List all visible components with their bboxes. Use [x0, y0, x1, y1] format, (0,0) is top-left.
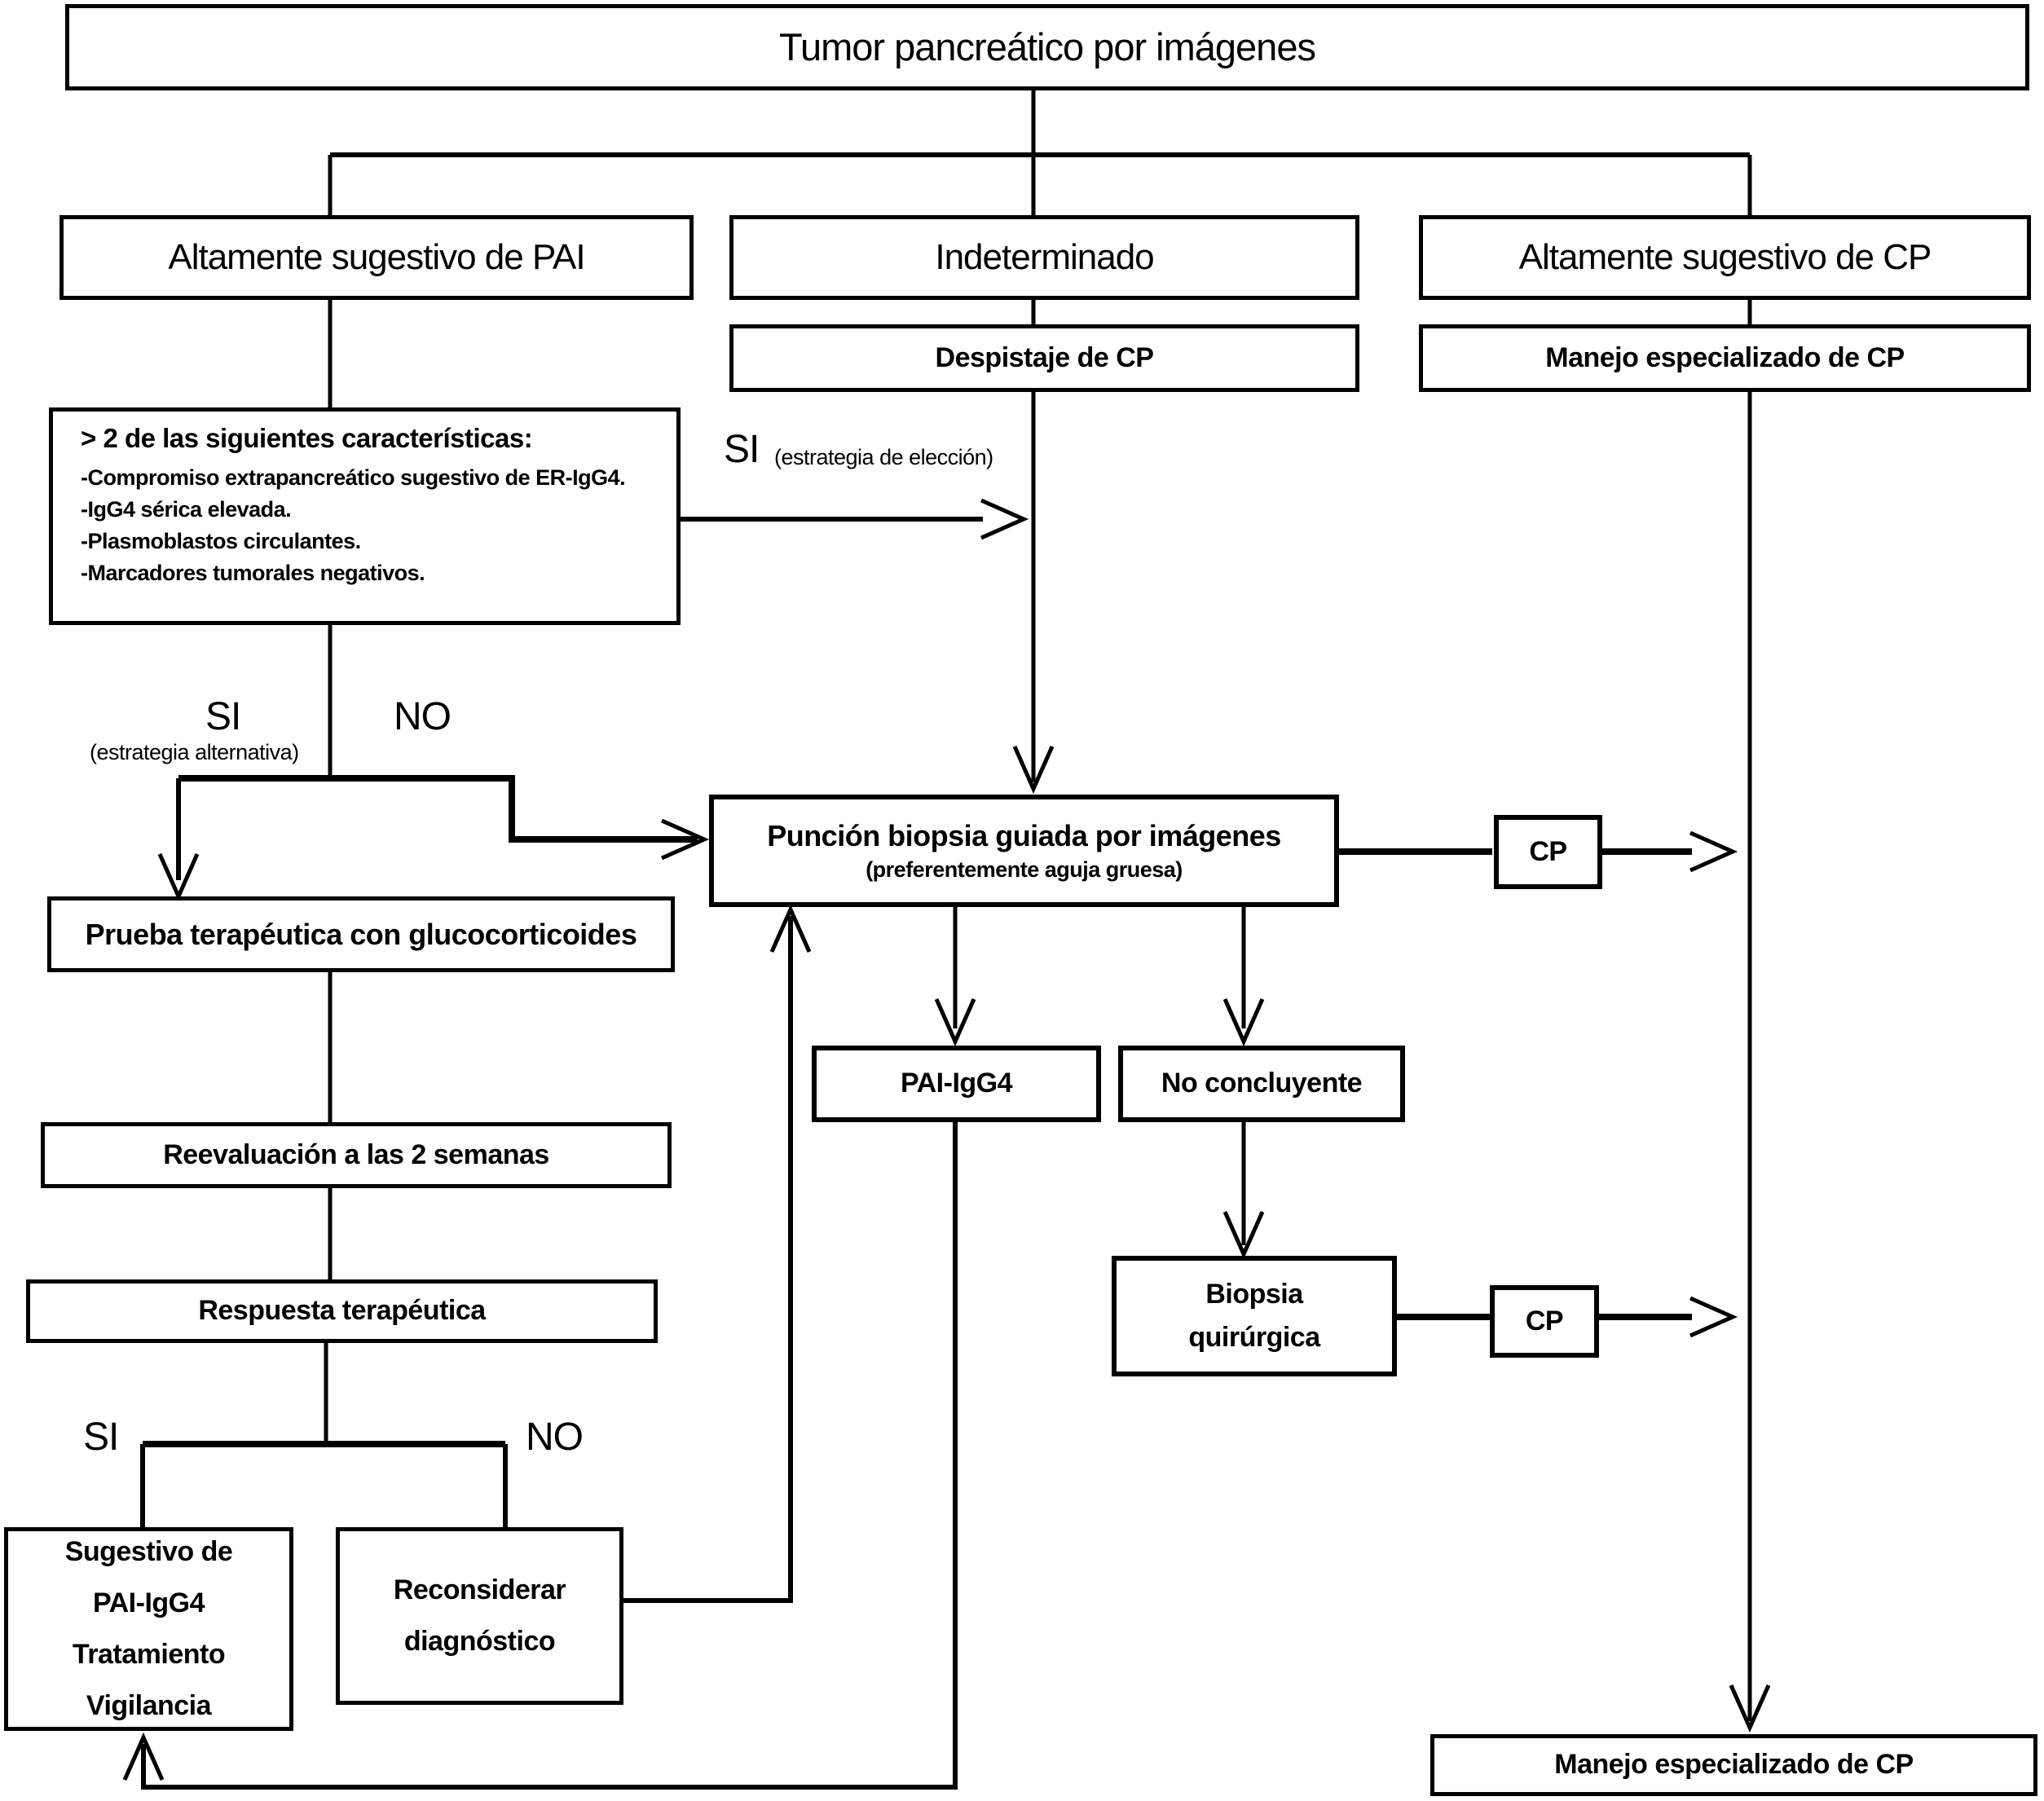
node-cp-top: CP — [1494, 815, 1602, 889]
node-cp-top-label: CP — [1529, 835, 1567, 867]
arrowhead-down-noconcluyente — [1222, 997, 1265, 1047]
node-pai-igg4-label: PAI-IgG4 — [900, 1068, 1013, 1099]
line-paiigg4-loop — [141, 1121, 958, 1790]
node-reconsiderar: Reconsiderar diagnóstico — [336, 1527, 623, 1705]
node-indeterminado: Indeterminado — [729, 215, 1359, 300]
node-respuesta: Respuesta terapéutica — [26, 1279, 658, 1343]
node-sugestivo-line: Sugestivo de — [64, 1536, 233, 1568]
node-no-concluyente: No concluyente — [1118, 1046, 1405, 1122]
node-criterios-heading: > 2 de las siguientes características: — [81, 423, 533, 453]
node-sugestivo-lines: Sugestivo de PAI-IgG4 Tratamiento Vigila… — [65, 1526, 233, 1732]
arrowhead-right-si-eleccion — [980, 498, 1029, 540]
arrowhead-up-puncion — [769, 904, 812, 953]
label-si-alternativa: SI — [205, 694, 241, 739]
node-despistaje: Despistaje de CP — [729, 324, 1359, 392]
node-puncion: Punción biopsia guiada por imágenes (pre… — [709, 795, 1339, 907]
node-reconsiderar-lines: Reconsiderar diagnóstico — [394, 1565, 566, 1667]
node-manejo-bottom-label: Manejo especializado de CP — [1554, 1749, 1914, 1781]
node-biopsia-line: quirúrgica — [1188, 1322, 1320, 1353]
node-despistaje-label: Despistaje de CP — [935, 341, 1154, 373]
node-reevaluacion: Reevaluación a las 2 semanas — [41, 1122, 672, 1188]
node-pai-header: Altamente sugestivo de PAI — [59, 215, 694, 300]
node-sugestivo-line: Vigilancia — [86, 1689, 212, 1721]
node-puncion-title: Punción biopsia guiada por imágenes — [767, 818, 1281, 852]
line-reconsiderar-to-puncion — [622, 916, 793, 1603]
node-pai-igg4: PAI-IgG4 — [812, 1046, 1101, 1122]
arrowhead-right-cp1 — [1689, 830, 1738, 873]
node-cp-header-label: Altamente sugestivo de CP — [1518, 236, 1932, 277]
node-criterios-item: -Marcadores tumorales negativos. — [81, 561, 425, 586]
node-indeterminado-label: Indeterminado — [935, 236, 1154, 277]
arrowhead-right-cp2 — [1689, 1296, 1738, 1338]
label-si-eleccion: SI — [724, 427, 760, 472]
node-biopsia: Biopsia quirúrgica — [1112, 1256, 1397, 1376]
arrowhead-up-sugestivo — [122, 1732, 165, 1781]
node-criterios-item: -Compromiso extrapancreático sugestivo d… — [81, 465, 626, 490]
arrowhead-right-puncion-left — [660, 818, 710, 861]
node-criterios-item: -Plasmoblastos circulantes. — [81, 529, 361, 554]
node-title: Tumor pancreático por imágenes — [65, 4, 2029, 90]
node-title-label: Tumor pancreático por imágenes — [779, 24, 1316, 68]
label-si-eleccion-detail: (estrategia de elección) — [774, 445, 993, 469]
node-criterios-content: > 2 de las siguientes características: -… — [53, 412, 676, 598]
label-si-eleccion-si: SI — [724, 428, 760, 471]
node-manejo-top: Manejo especializado de CP — [1419, 324, 2031, 392]
node-criterios: > 2 de las siguientes características: -… — [49, 407, 681, 625]
node-no-concluyente-label: No concluyente — [1161, 1068, 1363, 1099]
node-manejo-top-label: Manejo especializado de CP — [1545, 341, 1905, 373]
node-respuesta-label: Respuesta terapéutica — [198, 1295, 486, 1327]
node-pai-header-label: Altamente sugestivo de PAI — [168, 236, 585, 277]
node-biopsia-line: Biopsia — [1205, 1279, 1303, 1310]
node-manejo-bottom: Manejo especializado de CP — [1430, 1734, 2037, 1796]
node-cp-bottom-label: CP — [1525, 1305, 1564, 1336]
arrowhead-down-puncion — [1012, 745, 1055, 795]
node-reevaluacion-label: Reevaluación a las 2 semanas — [163, 1138, 549, 1170]
arrowhead-down-paiigg4 — [934, 997, 976, 1047]
node-sugestivo-line: Tratamiento — [72, 1639, 226, 1670]
node-prueba: Prueba terapéutica con glucocorticoides — [47, 896, 675, 972]
node-prueba-label: Prueba terapéutica con glucocorticoides — [85, 917, 637, 951]
label-no-bottom: NO — [526, 1416, 584, 1459]
arrowhead-down-manejo-bottom — [1729, 1684, 1771, 1733]
label-si-bottom: SI — [83, 1416, 119, 1459]
node-reconsiderar-line: diagnóstico — [403, 1626, 556, 1657]
label-no-top: NO — [394, 695, 452, 738]
node-sugestivo-line: PAI-IgG4 — [92, 1587, 205, 1619]
node-puncion-subtitle: (preferentemente aguja gruesa) — [866, 857, 1183, 883]
node-biopsia-lines: Biopsia quirúrgica — [1188, 1273, 1320, 1358]
node-cp-bottom: CP — [1490, 1285, 1599, 1358]
node-cp-header: Altamente sugestivo de CP — [1419, 215, 2031, 300]
node-reconsiderar-line: Reconsiderar — [393, 1574, 566, 1606]
line-no-to-puncion — [509, 775, 698, 843]
node-sugestivo: Sugestivo de PAI-IgG4 Tratamiento Vigila… — [4, 1527, 293, 1731]
node-criterios-item: -IgG4 sérica elevada. — [81, 497, 292, 522]
label-si-alternativa-detail: (estrategia alternativa) — [90, 740, 299, 764]
arrowhead-down-biopsia — [1222, 1210, 1265, 1260]
label-si-alternativa-si: SI — [205, 695, 241, 738]
